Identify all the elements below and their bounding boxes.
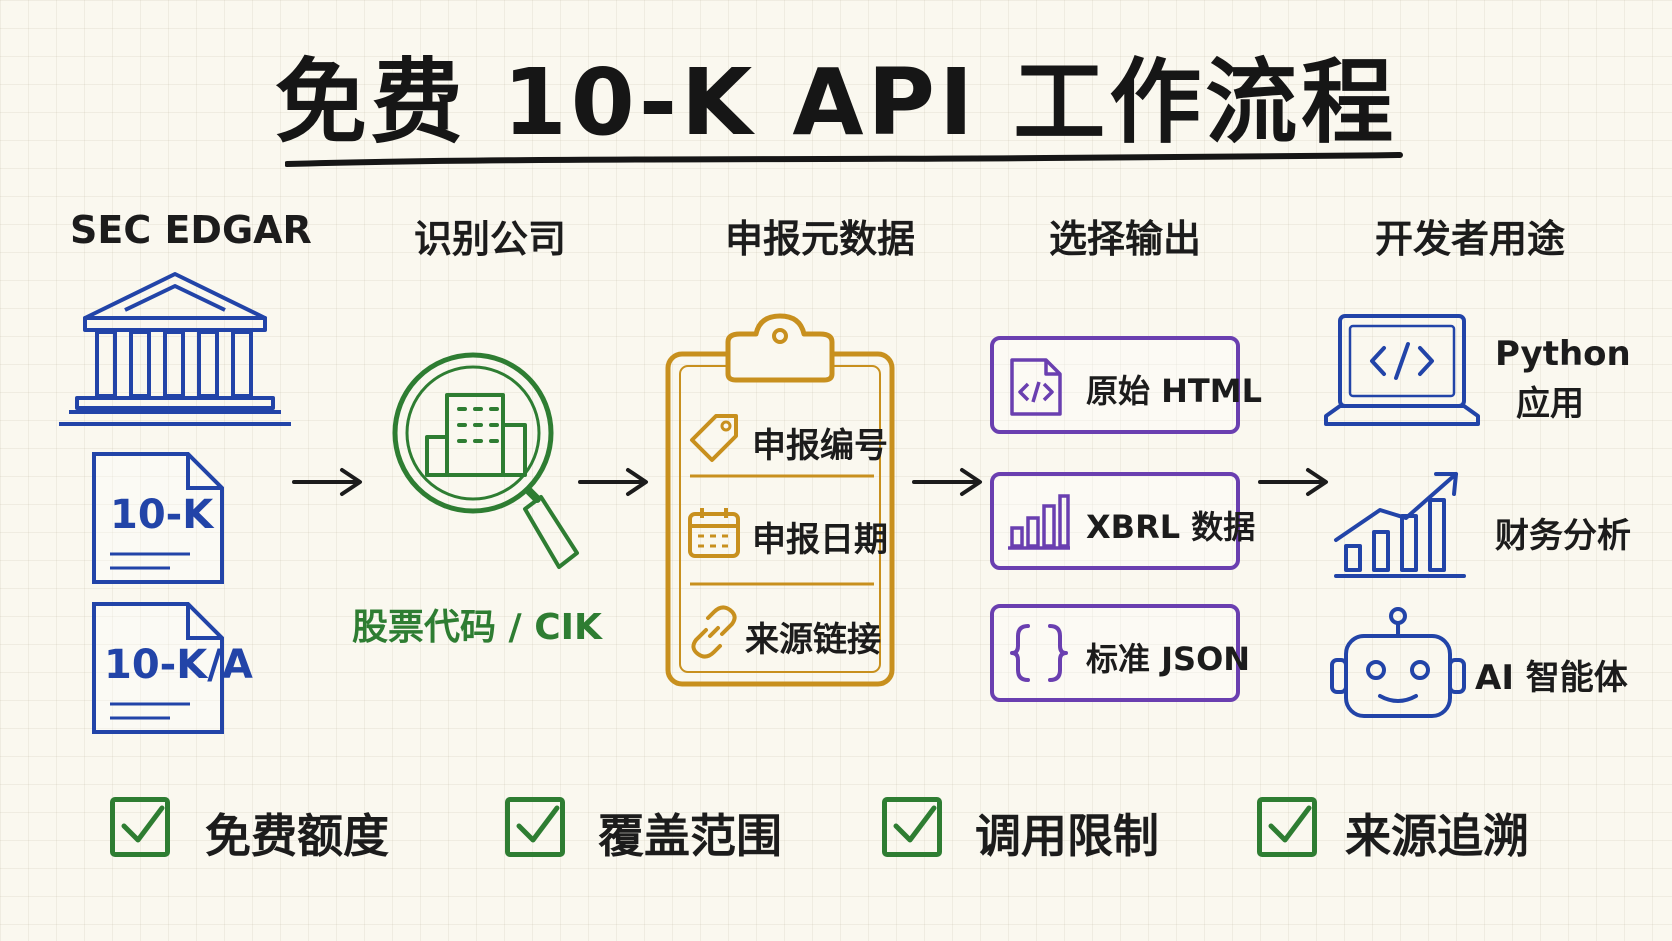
checkbox-free-quota[interactable] bbox=[110, 797, 170, 857]
checkmark-icon bbox=[893, 805, 937, 843]
use-ai-agent: AI 智能体 bbox=[1475, 658, 1628, 698]
checkmark-icon bbox=[1268, 805, 1312, 843]
code-file-icon bbox=[1010, 358, 1062, 416]
clipboard-item-filing-date: 申报日期 bbox=[752, 520, 888, 560]
output-standard-json-label: 标准 JSON bbox=[1086, 640, 1251, 678]
clipboard-item-source-link: 来源链接 bbox=[745, 620, 881, 660]
output-raw-html[interactable] bbox=[990, 336, 1240, 434]
use-python-line1: Python bbox=[1495, 334, 1631, 374]
checkmark-icon bbox=[121, 805, 165, 843]
arrow-right-icon bbox=[578, 468, 648, 496]
arrow-right-icon bbox=[912, 468, 982, 496]
page-title: 免费 10-K API 工作流程 bbox=[274, 49, 1398, 156]
doc-10k-label: 10-K bbox=[110, 492, 214, 538]
doc-10ka-label: 10-K/A bbox=[104, 642, 253, 688]
braces-icon bbox=[1010, 624, 1068, 682]
magnifier-building-icon bbox=[392, 352, 579, 569]
use-python-line2: 应用 bbox=[1516, 384, 1584, 424]
sec-building-icon bbox=[59, 272, 291, 426]
arrow-right-icon bbox=[1258, 468, 1328, 496]
output-raw-html-label: 原始 HTML bbox=[1086, 372, 1262, 410]
check-label-rate-limit: 调用限制 bbox=[975, 809, 1159, 863]
header-sec-edgar: SEC EDGAR bbox=[70, 208, 312, 252]
output-standard-json[interactable] bbox=[990, 604, 1240, 702]
header-identify-company: 识别公司 bbox=[413, 217, 566, 261]
checkbox-source-trace[interactable] bbox=[1257, 797, 1317, 857]
checkmark-icon bbox=[516, 805, 560, 843]
ticker-cik-label: 股票代码 / CIK bbox=[352, 607, 602, 648]
header-choose-output: 选择输出 bbox=[1048, 217, 1201, 261]
clipboard-item-filing-number: 申报编号 bbox=[752, 426, 888, 466]
link-icon bbox=[691, 605, 737, 659]
checkbox-coverage[interactable] bbox=[505, 797, 565, 857]
growth-chart-icon bbox=[1334, 472, 1466, 578]
tag-icon bbox=[690, 414, 738, 462]
checkbox-rate-limit[interactable] bbox=[882, 797, 942, 857]
robot-icon bbox=[1330, 607, 1466, 718]
check-label-source-trace: 来源追溯 bbox=[1345, 809, 1529, 863]
bar-chart-icon bbox=[1008, 494, 1070, 550]
header-filing-metadata: 申报元数据 bbox=[724, 217, 915, 261]
calendar-icon bbox=[688, 508, 740, 558]
arrow-right-icon bbox=[292, 468, 362, 496]
check-label-coverage: 覆盖范围 bbox=[598, 809, 782, 863]
laptop-code-icon bbox=[1324, 314, 1480, 426]
doc-10k-icon bbox=[92, 452, 224, 584]
use-financial-analysis: 财务分析 bbox=[1495, 516, 1631, 556]
doc-10ka-icon bbox=[92, 602, 224, 734]
output-xbrl-data[interactable] bbox=[990, 472, 1240, 570]
clipboard-icon bbox=[665, 313, 895, 687]
title-underline bbox=[285, 152, 1403, 167]
output-xbrl-data-label: XBRL 数据 bbox=[1086, 508, 1256, 546]
check-label-free-quota: 免费额度 bbox=[205, 809, 389, 863]
header-developer-uses: 开发者用途 bbox=[1374, 217, 1565, 261]
